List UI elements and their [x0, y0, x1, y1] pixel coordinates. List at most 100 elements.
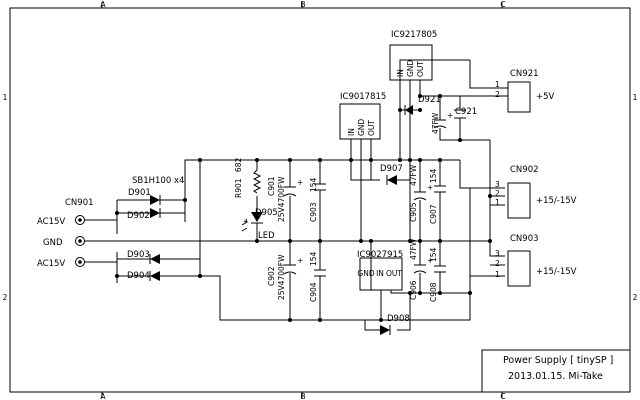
ic9017815-ref: IC9017815	[340, 92, 386, 102]
cn921-ref: CN921	[510, 69, 539, 79]
junction-dots	[115, 94, 492, 322]
connector-cn903-body	[507, 250, 531, 287]
c904-ref: C904	[309, 282, 318, 302]
capacitor-c921-ceramic	[454, 109, 466, 119]
grid-row-1-left: 1	[3, 93, 8, 102]
d921-ref: D921	[418, 95, 441, 105]
sheet-frame	[9, 2, 631, 398]
c906-ref: C906	[409, 280, 418, 300]
grid-col-b-bottom: B	[300, 392, 305, 400]
capacitor-c907	[434, 185, 446, 193]
diode-d908	[380, 325, 391, 335]
title-block-date-author: 2013.01.15. Mi-Take	[508, 371, 603, 382]
cn903-pin-3: 3	[495, 249, 500, 258]
c901-value: 25V4700FW	[277, 176, 286, 222]
capacitor-c908	[434, 265, 446, 273]
d907-ref: D907	[380, 164, 403, 174]
title-block-title: Power Supply [ tinySP ]	[503, 355, 613, 366]
c905-value: 47FW	[409, 164, 418, 186]
diode-d904	[149, 271, 165, 281]
capacitor-c921: +	[433, 111, 453, 129]
title-block	[481, 349, 631, 393]
cn921-pin-1: 1	[495, 80, 500, 89]
cn901-pin-gnd: GND	[43, 238, 63, 248]
cn903-ref: CN903	[510, 234, 539, 244]
c902-ref: C902	[267, 266, 276, 286]
c905-ref: C905	[409, 202, 418, 222]
grid-col-b-top: B	[300, 0, 305, 9]
cn901-pin-ac-bottom: AC15V	[37, 259, 65, 269]
grid-col-a-top: A	[100, 0, 106, 9]
c921-value: 47FW	[431, 112, 440, 134]
connector-cn902-body	[507, 182, 531, 219]
c907-ref: C907	[429, 204, 438, 224]
ic9027915-pin-gnd: GND	[357, 269, 374, 278]
c901-ref: C901	[267, 176, 276, 196]
regulator-ic9017815	[339, 103, 381, 140]
ic9017815-pin-gnd: GND	[357, 119, 366, 136]
cn921-pin-2: 2	[495, 90, 500, 99]
diode-d921	[404, 105, 413, 115]
d902-ref: D902	[127, 211, 150, 221]
c921-ref: C921	[455, 107, 477, 117]
capacitor-c901: +	[283, 178, 303, 197]
d905-note: LED	[258, 231, 275, 241]
c901-label: C901	[267, 176, 276, 196]
cn903-pin-2: 2	[495, 259, 500, 268]
grid-row-2-left: 2	[3, 293, 8, 302]
grid-col-c-bottom: C	[500, 392, 505, 400]
svg-text:+: +	[427, 256, 433, 265]
c908-value: 154	[429, 247, 438, 262]
d905-ref: D905	[255, 208, 278, 218]
capacitor-c906: +	[413, 256, 433, 274]
svg-text:+: +	[447, 111, 453, 120]
capacitor-c905: +	[413, 183, 433, 201]
grid-row-2-right: 2	[633, 293, 638, 302]
capacitor-c904	[314, 269, 326, 277]
ic9017815-pin-out: OUT	[367, 120, 376, 136]
cn902-ref: CN902	[510, 165, 539, 175]
cn901-pin-ac-top: AC15V	[37, 217, 65, 227]
d908-ref: D908	[387, 314, 410, 324]
bridge-note: SB1H100 x4	[132, 176, 184, 186]
grid-row-1-right: 1	[633, 93, 638, 102]
diode-d903	[149, 254, 165, 264]
cn901-terminals	[75, 215, 85, 267]
ic9217805-pin-in: IN	[396, 69, 405, 77]
cn902-pin-1: 1	[495, 198, 500, 207]
r901-ref: R901	[234, 178, 243, 198]
regulator-ic9027915	[359, 257, 403, 291]
svg-text:+: +	[297, 256, 303, 265]
ic9017815-pin-in: IN	[347, 128, 356, 136]
d901-ref: D901	[128, 188, 151, 198]
grid-col-c-top: C	[500, 0, 505, 9]
c904-value: 154	[309, 251, 318, 266]
diode-d907	[386, 175, 397, 185]
wires	[84, 59, 505, 331]
c903-ref: C903	[309, 202, 318, 222]
cn902-pin-3: 3	[495, 180, 500, 189]
c907-value: 154	[429, 168, 438, 183]
ic9027915-pin-out: OUT	[386, 269, 402, 278]
c902-value: 25V4700FW	[277, 254, 286, 300]
regulator-ic9217805	[389, 44, 433, 81]
c908-ref: C908	[429, 282, 438, 302]
d903-ref: D903	[127, 250, 150, 260]
diode-d901	[150, 195, 165, 205]
diode-d902	[150, 208, 165, 218]
cn902-label: +15/-15V	[536, 196, 577, 206]
cn901-ref: CN901	[65, 198, 94, 208]
r901-label: R901 682	[234, 158, 243, 198]
capacitor-c903	[314, 183, 326, 191]
cn903-pin-1: 1	[495, 270, 500, 279]
ic9027915-pin-in: IN	[376, 269, 384, 278]
connector-cn921-body	[490, 81, 531, 113]
ic9217805-pin-out: OUT	[416, 61, 425, 77]
resistor-r901	[252, 169, 262, 194]
capacitor-c902: +	[283, 256, 303, 275]
led-d905	[241, 212, 263, 232]
c903-value: 154	[309, 177, 318, 192]
cn902-pin-2: 2	[495, 189, 500, 198]
grid-col-a-bottom: A	[100, 392, 106, 400]
